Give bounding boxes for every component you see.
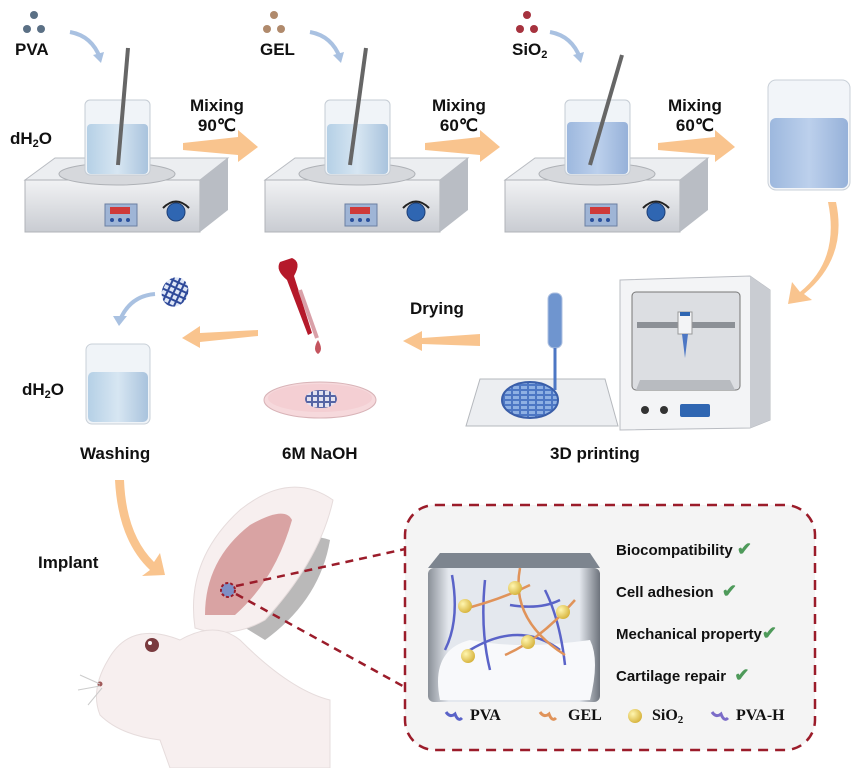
solvent-label-1: dH2O [10,129,53,150]
reagent-gel-label: GEL [260,40,295,59]
arrow-drying [403,331,480,351]
reagent-pva-label: PVA [15,40,49,59]
legend-pvah-swatch [710,711,730,721]
property-text: Mechanical property [616,626,762,643]
mixing-text: Mixing [668,96,722,115]
check-icon: ✔ [736,539,752,559]
arrow-mixing-2 [425,130,500,162]
temperature-text: 90℃ [197,116,236,135]
3d-printing-label: 3D printing [550,444,640,463]
legend-sio2-swatch [628,709,642,723]
legend-pva-h: PVA-H [736,707,785,724]
legend-pva-swatch [444,711,464,721]
hotplate-3 [503,11,710,233]
property-text: Biocompatibility [616,542,733,559]
legend-text: SiO [652,707,678,724]
arrow-mixing-1 [183,130,258,162]
property-text: Cell adhesion [616,584,714,601]
temperature-text: 60℃ [439,116,478,135]
hotplate-1 [23,11,230,233]
printing-bed [465,292,619,427]
implant-site-marker [220,582,236,598]
beaker-mixture [767,79,851,191]
arrow-implant [115,480,165,576]
solvent-subscript: 2 [44,389,51,401]
arrow-naoh-to-wash [182,326,258,348]
naoh-label: 6M NaOH [282,444,358,463]
property-biocompatibility: Biocompatibility ✔ [616,539,752,561]
hydrogel-cube [428,553,600,702]
property-cell-adhesion: Cell adhesion ✔ [616,581,737,603]
washing-beaker [85,277,189,425]
rabbit-illustration [77,486,411,768]
drying-label: Drying [410,299,464,318]
legend-gel-swatch [538,711,558,721]
temperature-text: 60℃ [675,116,714,135]
solvent-text: O [50,380,65,399]
property-cartilage-repair: Cartilage repair ✔ [616,665,749,687]
arrow-mixing-3 [658,130,735,162]
solvent-text: dH [10,129,33,148]
legend-pva: PVA [470,707,501,724]
mixing-text: Mixing [432,96,486,115]
legend-subscript: 2 [677,714,684,726]
reagent-sio2-label: SiO2 [512,40,548,61]
hotplate-2 [263,11,470,233]
sio2-text: SiO [512,40,542,59]
check-icon: ✔ [721,581,737,601]
washing-label: Washing [80,444,151,463]
solvent-label-2: dH2O [22,380,65,401]
arrow-down-curve [788,202,839,304]
3d-printer [619,275,771,431]
solvent-subscript: 2 [32,138,39,150]
legend-gel: GEL [568,707,602,724]
legend-sio2: SiO2 [652,706,683,726]
check-icon: ✔ [734,665,750,685]
solvent-text: dH [22,380,45,399]
naoh-dish [263,258,377,419]
solvent-text: O [38,129,53,148]
implant-label: Implant [38,553,99,572]
mixing-text: Mixing [190,96,244,115]
sio2-subscript: 2 [541,49,548,61]
property-mechanical: Mechanical property✔ [616,623,777,645]
check-icon: ✔ [761,623,777,643]
property-text: Cartilage repair [616,668,727,685]
